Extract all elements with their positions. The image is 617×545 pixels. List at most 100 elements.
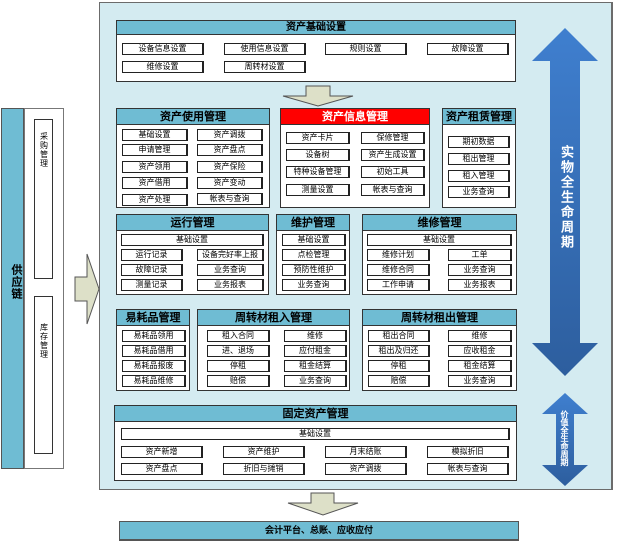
item-button[interactable]: 点检管理 (282, 249, 346, 261)
item-button[interactable]: 租出合同 (368, 330, 430, 342)
item-button[interactable]: 模拟折旧 (427, 446, 509, 458)
procurement-label: 采购管理 (39, 132, 49, 168)
item-button[interactable]: 资产维护 (223, 446, 305, 458)
item-button[interactable]: 业务查询 (284, 375, 347, 387)
item-button[interactable]: 应收租金 (448, 345, 512, 357)
item-button[interactable]: 设备信息设置 (122, 43, 204, 55)
item-button[interactable]: 特种设备管理 (286, 166, 350, 178)
item-button[interactable]: 维修 (448, 330, 512, 342)
item-button[interactable]: 停租 (207, 360, 270, 372)
item-button[interactable]: 资产生成设置 (361, 149, 425, 161)
item-button[interactable]: 资产盘点 (121, 463, 203, 475)
item-button[interactable]: 资产卡片 (286, 132, 350, 144)
item-button[interactable]: 业务查询 (282, 279, 346, 291)
supply-chain-title: 供应链 (10, 264, 23, 300)
item-button[interactable]: 期初数据 (448, 136, 510, 148)
item-button[interactable]: 租金结算 (448, 360, 512, 372)
base-settings-button[interactable]: 基础设置 (121, 234, 264, 246)
item-button[interactable]: 租出管理 (448, 153, 510, 165)
item-button[interactable]: 资产领用 (122, 161, 188, 173)
item-button[interactable]: 业务查询 (448, 186, 510, 198)
module-repair-management: 维修管理 基础设置 维修计划 工单 维修合同 业务查询 工作申请 业务报表 (362, 214, 517, 295)
item-button[interactable]: 基础设置 (282, 234, 346, 246)
item-button[interactable]: 维修计划 (367, 249, 430, 261)
item-button[interactable]: 设备完好率上报 (197, 249, 264, 261)
accounting-platform-bar[interactable]: 会计平台、总账、应收应付 (119, 521, 519, 541)
item-button[interactable]: 折旧与摊销 (223, 463, 305, 475)
item-button[interactable]: 易耗品领用 (122, 330, 186, 342)
item-button[interactable]: 易耗品维修 (122, 375, 186, 387)
item-button[interactable]: 资产调拨 (197, 129, 263, 141)
procurement-management[interactable]: 采购管理 (34, 119, 53, 279)
item-button[interactable]: 租金结算 (284, 360, 347, 372)
module-title: 资产基础设置 (117, 21, 515, 35)
item-button[interactable]: 维修 (284, 330, 347, 342)
module-usage-management: 资产使用管理 基础设置 资产调拨 申请管理 资产盘点 资产领用 资产保险 资产借… (116, 108, 270, 208)
item-button[interactable]: 应付租金 (284, 345, 347, 357)
item-button[interactable]: 测量设置 (286, 184, 350, 196)
base-settings-button[interactable]: 基础设置 (121, 428, 510, 440)
item-button[interactable]: 故障设置 (427, 43, 509, 55)
item-button[interactable]: 预防性维护 (282, 264, 346, 276)
item-button[interactable]: 故障记录 (121, 264, 183, 276)
item-button[interactable]: 月末结账 (325, 446, 407, 458)
item-button[interactable]: 租出及归还 (368, 345, 430, 357)
inventory-label: 库存管理 (39, 323, 49, 359)
value-lifecycle-label: 价值全生命周期 (560, 410, 569, 466)
item-button[interactable]: 资产盘点 (197, 144, 263, 156)
module-title: 资产使用管理 (117, 109, 269, 125)
item-button[interactable]: 帐表与查询 (361, 184, 425, 196)
item-button[interactable]: 易耗品报废 (122, 360, 186, 372)
module-title: 维修管理 (363, 215, 516, 231)
item-button[interactable]: 资产新增 (121, 446, 203, 458)
item-button[interactable]: 规则设置 (325, 43, 407, 55)
item-button[interactable]: 工作申请 (367, 279, 430, 291)
item-button[interactable]: 工单 (448, 249, 512, 261)
module-title: 维护管理 (277, 215, 349, 231)
item-button[interactable]: 进、退场 (207, 345, 270, 357)
item-button[interactable]: 资产保险 (197, 161, 263, 173)
item-button[interactable]: 初始工具 (361, 166, 425, 178)
item-button[interactable]: 租入管理 (448, 170, 510, 182)
down-arrow-icon (287, 492, 359, 516)
item-button[interactable]: 赔偿 (207, 375, 270, 387)
item-button[interactable]: 帐表与查询 (197, 193, 263, 205)
item-button[interactable]: 业务查询 (448, 264, 512, 276)
item-button[interactable]: 保修管理 (361, 132, 425, 144)
inventory-management[interactable]: 库存管理 (34, 296, 53, 454)
item-button[interactable]: 租入合同 (207, 330, 270, 342)
item-button[interactable]: 易耗品借用 (122, 345, 186, 357)
module-leasing-management: 资产租赁管理 期初数据 租出管理 租入管理 业务查询 (442, 108, 516, 208)
module-operation-management: 运行管理 基础设置 运行记录 设备完好率上报 故障记录 业务查询 测量记录 业务… (116, 214, 269, 295)
item-button[interactable]: 业务报表 (448, 279, 512, 291)
item-button[interactable]: 资产调拨 (325, 463, 407, 475)
item-button[interactable]: 资产借用 (122, 177, 188, 189)
item-button[interactable]: 使用信息设置 (224, 43, 306, 55)
module-info-management: 资产信息管理 资产卡片 保修管理 设备树 资产生成设置 特种设备管理 初始工具 … (280, 108, 430, 208)
supply-chain-bar: 供应链 (1, 108, 24, 469)
item-button[interactable]: 测量记录 (121, 279, 183, 291)
item-button[interactable]: 申请管理 (122, 144, 188, 156)
item-button[interactable]: 运行记录 (121, 249, 183, 261)
item-button[interactable]: 维修设置 (122, 61, 204, 73)
item-button[interactable]: 资产处理 (122, 194, 188, 206)
item-button[interactable]: 维修合同 (367, 264, 430, 276)
module-title: 资产租赁管理 (443, 109, 515, 125)
item-button[interactable]: 停租 (368, 360, 430, 372)
item-button[interactable]: 业务报表 (197, 279, 264, 291)
module-title: 资产信息管理 (281, 109, 429, 125)
item-button[interactable]: 帐表与查询 (427, 463, 509, 475)
module-title: 周转材租出管理 (363, 310, 516, 326)
module-basic-settings: 资产基础设置 设备信息设置 使用信息设置 规则设置 故障设置 维修设置 周转材设… (116, 20, 516, 82)
item-button[interactable]: 赔偿 (368, 375, 430, 387)
item-button[interactable]: 设备树 (286, 149, 350, 161)
item-button[interactable]: 基础设置 (122, 129, 188, 141)
footer-label: 会计平台、总账、应收应付 (264, 526, 373, 536)
item-button[interactable]: 业务查询 (448, 375, 512, 387)
item-button[interactable]: 业务查询 (197, 264, 264, 276)
right-arrow-icon (74, 253, 100, 325)
main-container: 资产基础设置 设备信息设置 使用信息设置 规则设置 故障设置 维修设置 周转材设… (99, 2, 613, 490)
base-settings-button[interactable]: 基础设置 (367, 234, 512, 246)
item-button[interactable]: 资产变动 (197, 177, 263, 189)
item-button[interactable]: 周转材设置 (224, 61, 306, 73)
